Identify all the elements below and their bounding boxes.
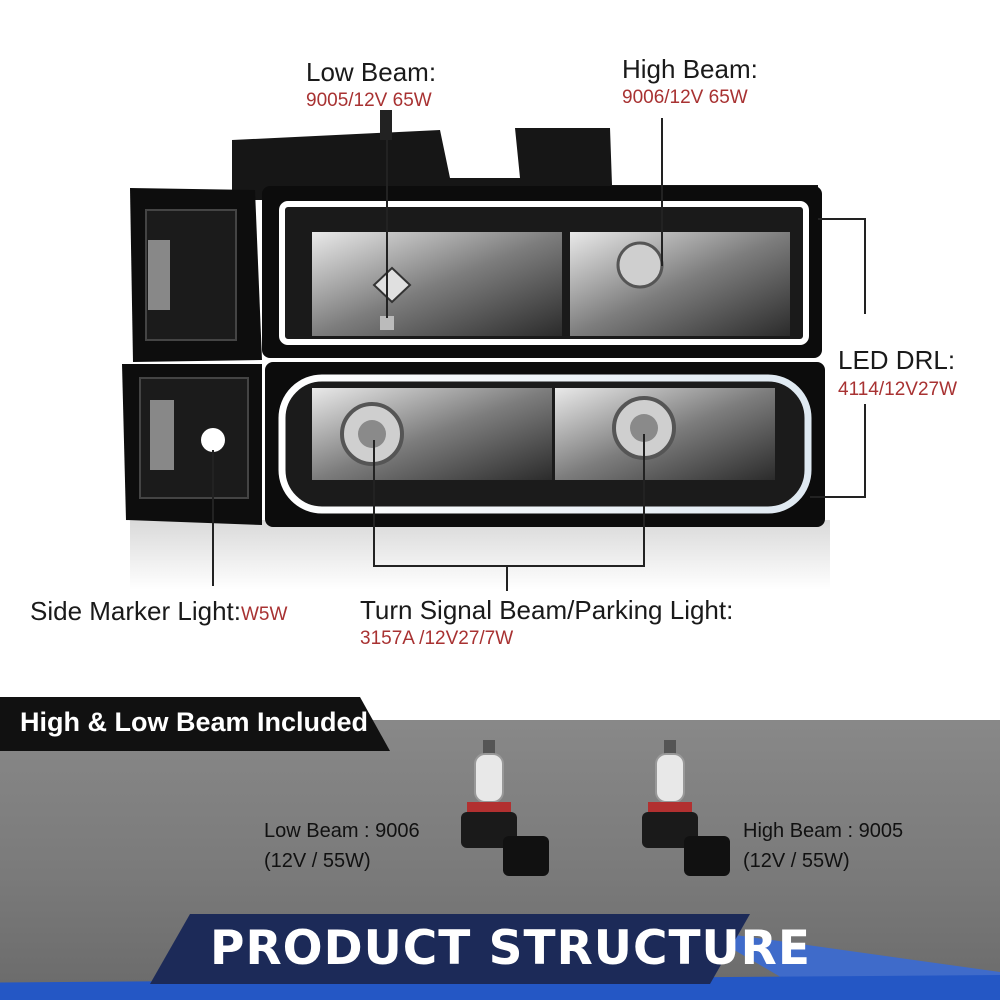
low-beam-title: Low Beam:	[306, 57, 437, 87]
turn-signal-leader-left	[373, 440, 375, 566]
drl-leader-vertical-top	[864, 218, 866, 314]
turn-signal-leader-horizontal	[373, 565, 645, 567]
included-tab	[0, 697, 390, 751]
low-beam-bulb-line1: Low Beam : 9006	[264, 820, 420, 842]
side-marker-title: Side Marker Light:	[30, 596, 241, 626]
high-beam-spec: 9006/12V 65W	[622, 87, 748, 108]
turn-signal-spec: 3157A /12V27/7W	[360, 628, 514, 649]
footer-title: PRODUCT STRUCTURE	[210, 921, 811, 976]
high-beam-leader	[661, 118, 663, 266]
led-drl-spec: 4114/12V27W	[838, 379, 958, 400]
drl-leader-top	[818, 218, 866, 220]
low-beam-spec: 9005/12V 65W	[306, 90, 432, 111]
turn-signal-title: Turn Signal Beam/Parking Light:	[360, 595, 734, 625]
turn-signal-leader-stem	[506, 565, 508, 591]
high-beam-title: High Beam:	[622, 54, 758, 84]
side-marker-label: Side Marker Light:W5W	[30, 596, 287, 627]
low-beam-bulb-caption: Low Beam : 9006 (12V / 55W)	[264, 816, 420, 876]
high-beam-bulb-line1: High Beam : 9005	[743, 820, 904, 842]
low-beam-bulb-line2: (12V / 55W)	[264, 850, 371, 872]
high-beam-bulb-line2: (12V / 55W)	[743, 850, 850, 872]
drl-leader-vertical-bottom	[864, 404, 866, 496]
drl-leader-bottom	[810, 496, 866, 498]
side-marker-spec: W5W	[240, 604, 288, 625]
footer-title-band	[150, 914, 750, 984]
high-beam-bulb-icon	[636, 740, 736, 890]
low-beam-leader	[386, 118, 388, 318]
low-beam-bulb-icon	[455, 740, 555, 890]
headlight-assembly-image	[122, 110, 830, 590]
high-beam-bulb-caption: High Beam : 9005 (12V / 55W)	[743, 816, 903, 876]
included-tab-label: High & Low Beam Included	[20, 707, 369, 737]
side-marker-leader	[212, 450, 214, 586]
led-drl-title: LED DRL:	[838, 345, 956, 375]
turn-signal-leader-right	[643, 434, 645, 566]
